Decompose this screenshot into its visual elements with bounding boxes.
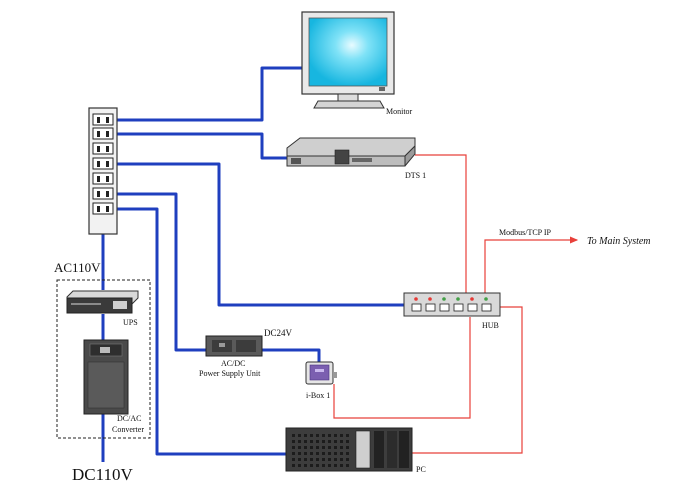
power-wires xyxy=(101,66,404,462)
net-hub-main xyxy=(484,236,579,295)
net-dts-hub xyxy=(415,154,467,295)
power-outlet xyxy=(92,157,114,170)
dcac-label-2: Converter xyxy=(112,425,144,434)
monitor-label: Monitor xyxy=(386,107,413,116)
ibox xyxy=(305,361,337,385)
wire-strip-monitor xyxy=(115,66,302,122)
hub-port xyxy=(467,297,478,312)
wire-strip-dts xyxy=(115,132,287,160)
dts-label: DTS 1 xyxy=(405,171,426,180)
net-ibox-hub xyxy=(333,317,471,419)
dts-indicator xyxy=(291,158,301,164)
hub-port xyxy=(439,297,450,312)
power-outlet xyxy=(92,202,114,215)
converter-display xyxy=(100,347,110,353)
power-outlet xyxy=(92,172,114,185)
power-enclosure xyxy=(56,279,151,439)
hub xyxy=(403,292,501,317)
power-outlet xyxy=(92,127,114,140)
psu-label-2: Power Supply Unit xyxy=(199,369,261,378)
net-pc-hub xyxy=(412,306,523,454)
power-outlet xyxy=(92,113,114,126)
hub-port xyxy=(481,297,492,312)
dcac-converter xyxy=(83,339,129,415)
power-outlet xyxy=(92,187,114,200)
modbus-label: Modbus/TCP IP xyxy=(499,228,551,237)
hub-port xyxy=(453,297,464,312)
monitor-power-led xyxy=(379,87,385,91)
wire-psu-ibox xyxy=(262,348,321,362)
monitor xyxy=(301,11,395,109)
pc-grill xyxy=(292,434,349,467)
ups-display xyxy=(113,301,127,309)
dts-keypad xyxy=(334,149,350,165)
ibox-panel xyxy=(309,364,330,381)
dts-display xyxy=(352,158,372,162)
power-strip-outlets xyxy=(92,113,114,215)
main-system-label: To Main System xyxy=(587,236,651,247)
monitor-screen xyxy=(308,17,388,87)
hub-port xyxy=(411,297,422,312)
dc24v-label: DC24V xyxy=(264,328,293,338)
dcac-label-1: DC/AC xyxy=(117,414,141,423)
power-outlet xyxy=(92,142,114,155)
dc110v-label: DC110V xyxy=(72,465,133,484)
psu-label-1: AC/DC xyxy=(221,359,245,368)
wire-strip-hub xyxy=(115,162,404,307)
network-wires xyxy=(333,154,579,454)
ups xyxy=(66,290,139,314)
power-supply-unit xyxy=(205,335,263,357)
power-strip xyxy=(88,107,118,235)
wire-strip-pc xyxy=(115,207,286,456)
pc-drive-bay xyxy=(355,430,371,469)
power-strip-body xyxy=(88,107,118,235)
monitor-base xyxy=(313,100,385,109)
hub-label: HUB xyxy=(482,321,499,330)
hub-port xyxy=(425,297,436,312)
dts-unit xyxy=(286,137,416,167)
pc-label: PC xyxy=(416,465,426,474)
ibox-label: i-Box 1 xyxy=(306,391,330,400)
pc xyxy=(285,427,413,472)
ac110v-label: AC110V xyxy=(54,260,101,275)
wire-strip-psu xyxy=(115,192,206,352)
hub-ports xyxy=(411,297,492,312)
monitor-neck xyxy=(337,93,359,102)
ups-label: UPS xyxy=(123,318,138,327)
